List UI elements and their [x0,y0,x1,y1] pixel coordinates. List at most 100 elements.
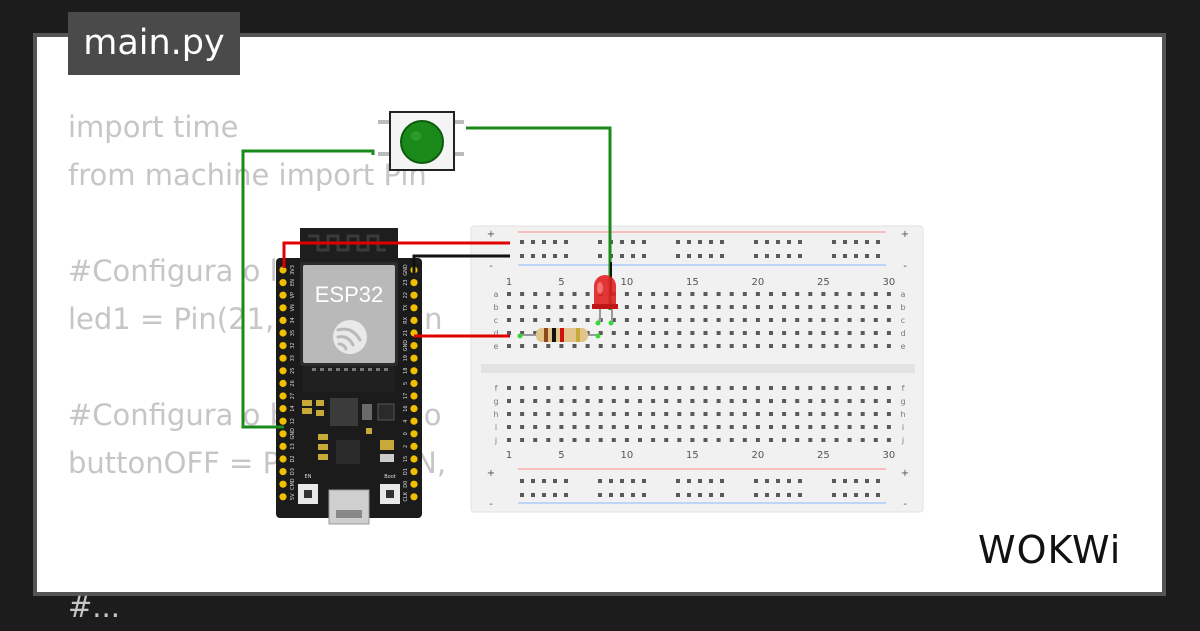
esp32-pin[interactable] [279,468,287,476]
breadboard-hole [795,292,800,296]
esp32-pin[interactable] [410,291,418,299]
breadboard-label: 5 [558,450,564,461]
breadboard-hole [876,240,880,244]
breadboard-hole [860,305,865,309]
esp32-pin[interactable] [410,480,418,488]
breadboard-hole [611,438,616,442]
breadboard-hole [886,331,891,335]
esp32-pin[interactable] [279,316,287,324]
esp32-pin[interactable] [410,468,418,476]
breadboard-hole [585,425,590,429]
esp32-pin[interactable] [279,455,287,463]
esp32-pin-label: 3V3 [290,265,296,275]
breadboard-hole [720,479,724,483]
esp32-pin[interactable] [279,266,287,274]
breadboard-hole [765,493,769,497]
breadboard-hole [564,240,568,244]
breadboard-hole [638,331,642,335]
breadboard-hole [533,331,538,335]
breadboard-label: j [901,436,904,445]
breadboard-hole [843,254,847,258]
wire-red [282,241,510,268]
file-tab-main-py[interactable]: main.py [68,12,240,75]
breadboard-label: j [494,436,497,445]
esp32-pin[interactable] [279,493,287,501]
breadboard-hole [755,344,760,348]
wokwi-logo: WOKWi [978,525,1148,575]
push-button-cap[interactable] [400,120,444,164]
breadboard-hole [795,305,800,309]
breadboard-hole [638,305,642,309]
esp32-pin[interactable] [279,354,287,362]
breadboard-hole [598,412,603,416]
esp32-pin[interactable] [279,342,287,350]
breadboard-label: 5 [558,277,564,288]
esp32-pin[interactable] [410,279,418,287]
breadboard-hole [542,240,546,244]
push-button[interactable] [378,111,464,171]
breadboard-hole [798,254,802,258]
breadboard-hole [520,305,525,309]
breadboard-hole [808,412,813,416]
breadboard-hole [677,344,682,348]
breadboard-label: - [489,261,493,272]
breadboard-hole [572,412,577,416]
esp32-pin[interactable] [410,455,418,463]
wokwi-logo-text: WOKWi [978,528,1121,571]
breadboard-hole [782,438,787,442]
esp32-pin[interactable] [279,279,287,287]
breadboard-hole [507,438,511,442]
breadboard-hole [865,254,869,258]
breadboard-hole [795,331,800,335]
breadboard-hole [832,493,836,497]
esp32-pin[interactable] [279,379,287,387]
breadboard-hole [834,344,839,348]
breadboard-hole [507,344,511,348]
breadboard-hole [729,399,734,403]
esp32-pin[interactable] [410,442,418,450]
esp32-pin[interactable] [410,379,418,387]
breadboard-hole [651,399,656,403]
breadboard-hole [638,412,642,416]
breadboard-label: a [901,290,906,299]
esp32-pin[interactable] [410,405,418,413]
esp32-pin[interactable] [410,417,418,425]
breadboard-label: f [495,384,498,393]
esp32-pin[interactable] [410,342,418,350]
esp32-pin[interactable] [279,405,287,413]
breadboard-label: e [901,342,906,351]
esp32-pin[interactable] [279,304,287,312]
breadboard-hole [611,386,616,390]
breadboard-hole [703,399,708,403]
esp32-pin[interactable] [410,493,418,501]
esp32-pin[interactable] [410,367,418,375]
breadboard-hole [559,344,564,348]
esp32-pin[interactable] [279,442,287,450]
breadboard-hole [638,292,642,296]
esp32-pin[interactable] [410,354,418,362]
esp32-pin[interactable] [410,316,418,324]
breadboard-hole [821,412,826,416]
breadboard-hole [854,479,858,483]
breadboard-hole [798,240,802,244]
esp32-pin[interactable] [279,392,287,400]
esp32-pin[interactable] [410,304,418,312]
breadboard-hole [873,412,878,416]
esp32-pin[interactable] [279,329,287,337]
esp32-pin[interactable] [410,392,418,400]
breadboard-label: b [900,303,905,312]
breadboard-hole [553,479,557,483]
esp32-pin[interactable] [279,291,287,299]
esp32-pin-label: D2 [290,455,296,462]
esp32-pin[interactable] [279,417,287,425]
esp32-label: ESP32 [315,282,384,307]
breadboard-hole [754,493,758,497]
esp32-pin[interactable] [410,430,418,438]
esp32-pin[interactable] [279,430,287,438]
esp32-pin[interactable] [279,367,287,375]
breadboard-hole [664,331,669,335]
esp32-pin[interactable] [279,480,287,488]
breadboard-hole [765,240,769,244]
breadboard-hole [531,493,535,497]
breadboard-hole [729,305,734,309]
